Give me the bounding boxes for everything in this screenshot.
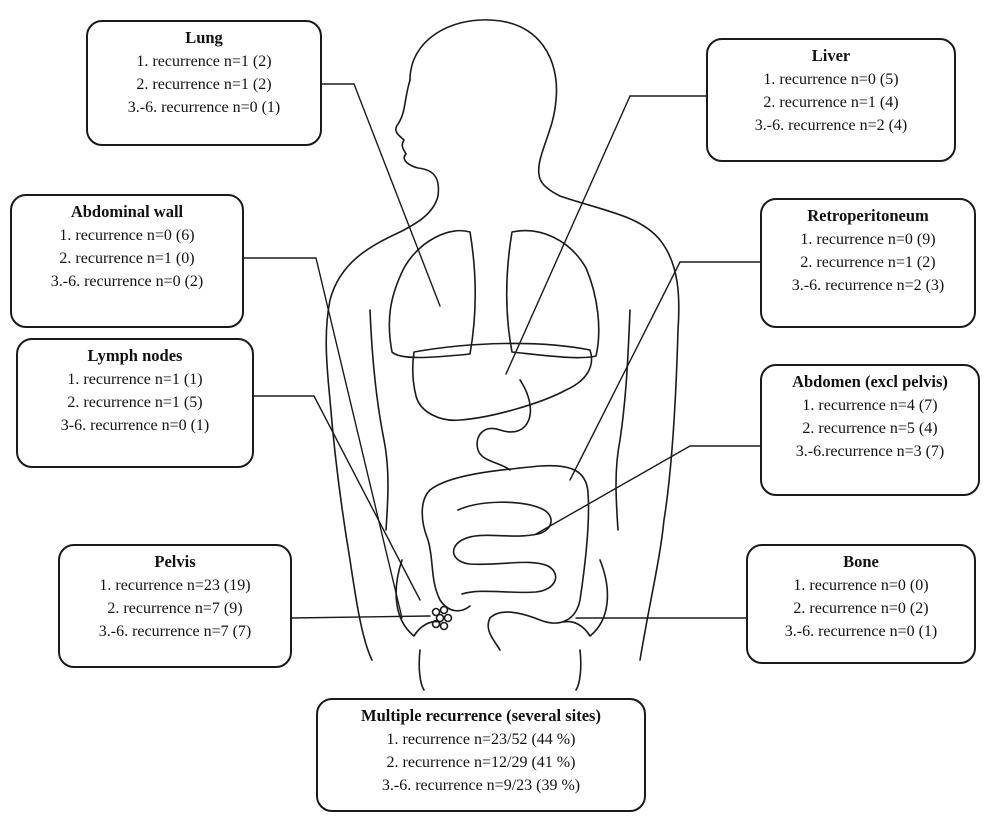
abdominal-wall-line-2: 2. recurrence n=1 (0) [12, 247, 242, 270]
liver-title: Liver [708, 44, 954, 68]
lung-line-1: 1. recurrence n=1 (2) [88, 50, 320, 73]
bone-title: Bone [748, 550, 974, 574]
abdomen-line-2: 2. recurrence n=5 (4) [762, 417, 978, 440]
pelvis-leader [292, 616, 430, 618]
retroperitoneum-title: Retroperitoneum [762, 204, 974, 228]
abdomen-title: Abdomen (excl pelvis) [762, 370, 978, 394]
bone-line-2: 2. recurrence n=0 (2) [748, 597, 974, 620]
lung-box: Lung 1. recurrence n=1 (2) 2. recurrence… [86, 20, 322, 146]
lymph-nodes-title: Lymph nodes [18, 344, 252, 368]
liver-shape [413, 343, 592, 420]
retroperitoneum-line-2: 2. recurrence n=1 (2) [762, 251, 974, 274]
lung-line-2: 2. recurrence n=1 (2) [88, 73, 320, 96]
liver-line-1: 1. recurrence n=0 (5) [708, 68, 954, 91]
abdominal-wall-line-1: 1. recurrence n=0 (6) [12, 224, 242, 247]
retroperitoneum-leader [570, 262, 760, 480]
lymph-nodes-line-1: 1. recurrence n=1 (1) [18, 368, 252, 391]
lymph-nodes-line-2: 2. recurrence n=1 (5) [18, 391, 252, 414]
abdomen-box: Abdomen (excl pelvis) 1. recurrence n=4 … [760, 364, 980, 496]
lung-leader [322, 84, 440, 306]
abdomen-line-1: 1. recurrence n=4 (7) [762, 394, 978, 417]
retroperitoneum-box: Retroperitoneum 1. recurrence n=0 (9) 2.… [760, 198, 976, 328]
lymph-nodes-box: Lymph nodes 1. recurrence n=1 (1) 2. rec… [16, 338, 254, 468]
abdomen-line-3: 3.-6.recurrence n=3 (7) [762, 440, 978, 463]
pelvis-title: Pelvis [60, 550, 290, 574]
abdominal-wall-line-3: 3.-6. recurrence n=0 (2) [12, 270, 242, 293]
leader-lines [244, 84, 760, 618]
multiple-recurrence-line-3: 3.-6. recurrence n=9/23 (39 %) [318, 774, 644, 797]
liver-box: Liver 1. recurrence n=0 (5) 2. recurrenc… [706, 38, 956, 162]
multiple-recurrence-box: Multiple recurrence (several sites) 1. r… [316, 698, 646, 812]
lung-line-3: 3.-6. recurrence n=0 (1) [88, 96, 320, 119]
pelvis-line-2: 2. recurrence n=7 (9) [60, 597, 290, 620]
pelvis-line-3: 3.-6. recurrence n=7 (7) [60, 620, 290, 643]
pelvis-box: Pelvis 1. recurrence n=23 (19) 2. recurr… [58, 544, 292, 668]
abdomen-leader [536, 446, 760, 534]
retroperitoneum-line-1: 1. recurrence n=0 (9) [762, 228, 974, 251]
multiple-recurrence-line-1: 1. recurrence n=23/52 (44 %) [318, 728, 644, 751]
bone-line-3: 3.-6. recurrence n=0 (1) [748, 620, 974, 643]
bone-line-1: 1. recurrence n=0 (0) [748, 574, 974, 597]
lymph-node-cluster [433, 607, 452, 630]
right-lung [507, 231, 599, 358]
liver-line-3: 3.-6. recurrence n=2 (4) [708, 114, 954, 137]
lymph-nodes-line-3: 3-6. recurrence n=0 (1) [18, 414, 252, 437]
pelvis-shape [396, 560, 607, 690]
abdominal-wall-box: Abdominal wall 1. recurrence n=0 (6) 2. … [10, 194, 244, 328]
pelvis-line-1: 1. recurrence n=23 (19) [60, 574, 290, 597]
abdominal-wall-title: Abdominal wall [12, 200, 242, 224]
bone-box: Bone 1. recurrence n=0 (0) 2. recurrence… [746, 544, 976, 664]
lung-title: Lung [88, 26, 320, 50]
multiple-recurrence-line-2: 2. recurrence n=12/29 (41 %) [318, 751, 644, 774]
liver-line-2: 2. recurrence n=1 (4) [708, 91, 954, 114]
left-lung [389, 231, 475, 358]
multiple-recurrence-title: Multiple recurrence (several sites) [318, 704, 644, 728]
retroperitoneum-line-3: 3.-6. recurrence n=2 (3) [762, 274, 974, 297]
